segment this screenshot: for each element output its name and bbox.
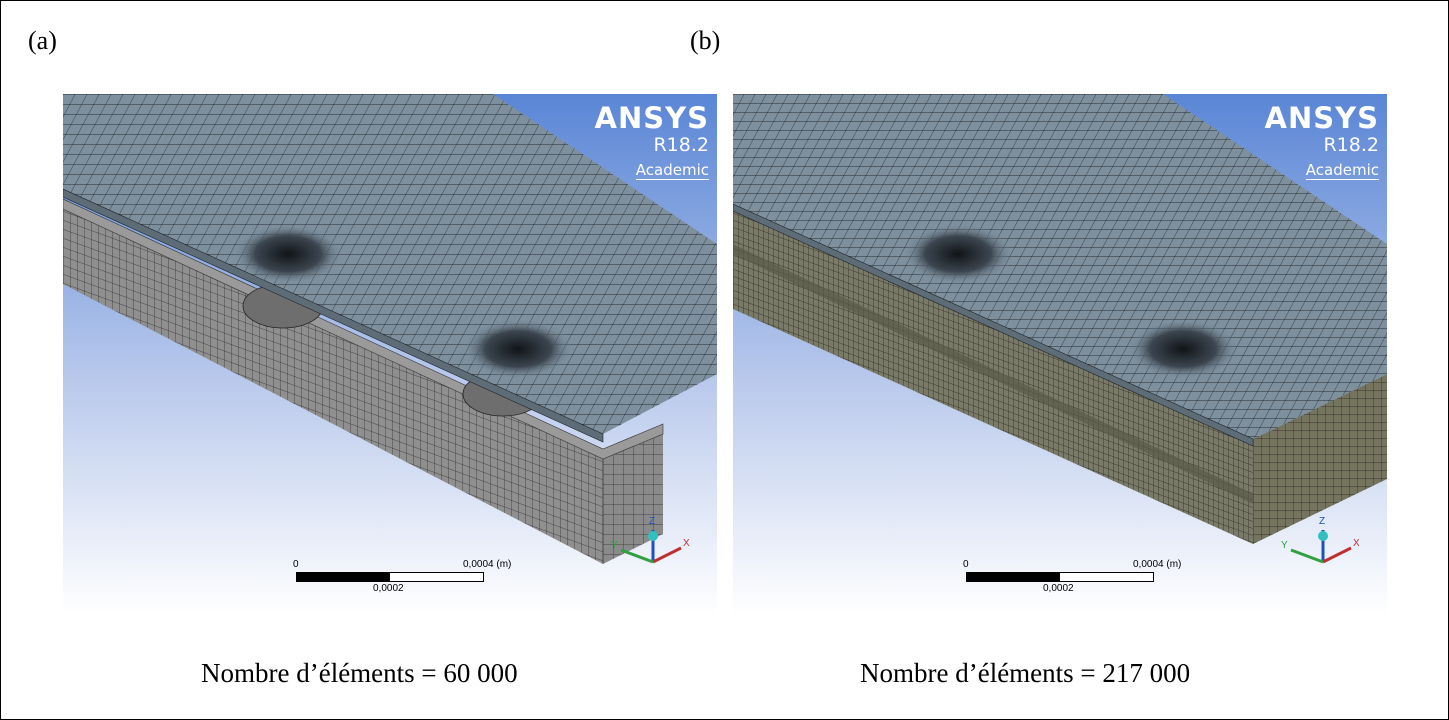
- scale-mid-label: 0,0002: [1043, 583, 1074, 594]
- mesh-render-a: [63, 94, 717, 615]
- axis-y-label: Y: [1281, 540, 1288, 551]
- mesh-refinement-zone: [463, 319, 573, 379]
- mesh-viewport-a: ANSYS R18.2 Academic 0 0,0004 (m) 0,0002…: [63, 94, 717, 615]
- axis-triad-icon: Z X Y: [1281, 516, 1360, 564]
- mesh-render-b: [733, 94, 1387, 615]
- ansys-logo: ANSYS R18.2 Academic: [594, 101, 709, 180]
- mesh-refinement-zone: [903, 224, 1013, 284]
- scale-end-label: 0,0004 (m): [1133, 559, 1182, 570]
- substrate-end-face: [603, 434, 663, 564]
- scale-start-label: 0: [293, 559, 299, 570]
- mesh-refinement-zone: [1128, 319, 1238, 379]
- mesh-refinement-zone: [233, 224, 343, 284]
- scale-mid-label: 0,0002: [373, 583, 404, 594]
- substrate-side-face: [63, 209, 603, 564]
- axis-triad-icon: Z X Y: [611, 516, 690, 564]
- axis-x-label: X: [1353, 538, 1360, 549]
- scale-bar: [966, 572, 1154, 582]
- caption-a: Nombre d’éléments = 60 000: [201, 658, 518, 688]
- scale-bar: [296, 572, 484, 582]
- caption-b: Nombre d’éléments = 217 000: [860, 658, 1191, 688]
- panel-a-label: (a): [28, 26, 57, 55]
- axis-z-label: Z: [1319, 516, 1325, 527]
- axis-y-label: Y: [611, 540, 618, 551]
- scale-end-label: 0,0004 (m): [463, 559, 512, 570]
- axis-z-label: Z: [649, 516, 655, 527]
- scale-start-label: 0: [963, 559, 969, 570]
- ansys-logo: ANSYS R18.2 Academic: [1264, 101, 1379, 180]
- panel-b-label: (b): [690, 26, 721, 55]
- axis-x-label: X: [683, 538, 690, 549]
- mesh-viewport-b: ANSYS R18.2 Academic 0 0,0004 (m) 0,0002…: [733, 94, 1387, 615]
- substrate-end-face: [1253, 374, 1387, 544]
